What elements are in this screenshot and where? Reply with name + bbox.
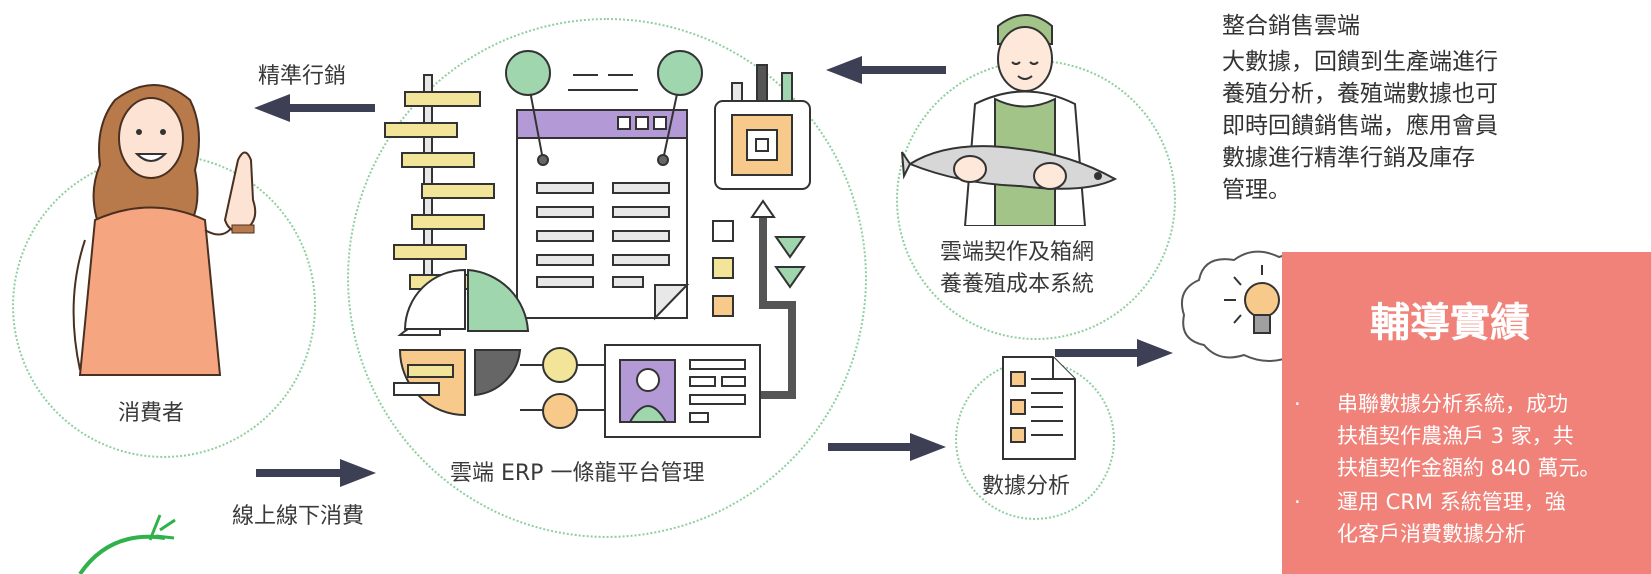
arrow-right-analysis: [828, 433, 946, 461]
arrow-left-marketing: [254, 94, 375, 122]
info-line: 數據進行精準行銷及庫存: [1222, 145, 1475, 171]
farmer-label-line1: 雲端契作及箱網: [940, 240, 1095, 265]
results-list: · 串聯數據分析系統，成功 扶植契作農漁戶 3 家，共 扶植契作金額約 840 …: [1294, 388, 1651, 552]
erp-illustration: [384, 50, 811, 438]
analysis-label: 數據分析: [982, 474, 1071, 499]
farmer-illustration: [901, 14, 1118, 226]
info-line: 大數據，回饋到生產端進行: [1222, 49, 1498, 75]
erp-circle: [347, 18, 867, 538]
arrow-right-results: [1055, 339, 1173, 367]
results-panel: [1282, 252, 1651, 574]
precision-marketing-label: 精準行銷: [258, 64, 347, 89]
info-line: 養殖分析，養殖端數據也可: [1222, 81, 1498, 107]
consumer-illustration: [72, 84, 257, 376]
result-line: 運用 CRM 系統管理，強: [1337, 490, 1566, 514]
result-line: 串聯數據分析系統，成功: [1337, 392, 1568, 416]
leaf-icon: [78, 514, 176, 574]
online-offline-label: 線上線下消費: [232, 504, 365, 529]
info-paragraph: 大數據，回饋到生產端進行 養殖分析，養殖端數據也可 即時回饋銷售端，應用會員 數…: [1222, 46, 1498, 206]
bullet: ·: [1294, 490, 1301, 514]
result-line: 扶植契作金額約 840 萬元。: [1337, 456, 1601, 480]
arrow-left-farmer: [826, 56, 946, 84]
consumer-label: 消費者: [118, 401, 185, 426]
info-title: 整合銷售雲端: [1222, 13, 1360, 39]
bullet: ·: [1294, 392, 1301, 416]
info-line: 管理。: [1222, 177, 1291, 203]
erp-label: 雲端 ERP 一條龍平台管理: [450, 461, 705, 486]
result-item: · 串聯數據分析系統，成功 扶植契作農漁戶 3 家，共 扶植契作金額約 840 …: [1294, 388, 1651, 484]
arrow-right-consumption: [256, 459, 376, 487]
document-icon: [1002, 356, 1076, 460]
results-heading: 輔導實績: [1370, 300, 1530, 346]
result-line: 化客戶消費數據分析: [1337, 522, 1526, 546]
farmer-label-line2: 養養殖成本系統: [940, 272, 1095, 297]
info-line: 即時回饋銷售端，應用會員: [1222, 113, 1498, 139]
result-line: 扶植契作農漁戶 3 家，共: [1337, 424, 1574, 448]
result-item: · 運用 CRM 系統管理，強 化客戶消費數據分析: [1294, 486, 1651, 550]
